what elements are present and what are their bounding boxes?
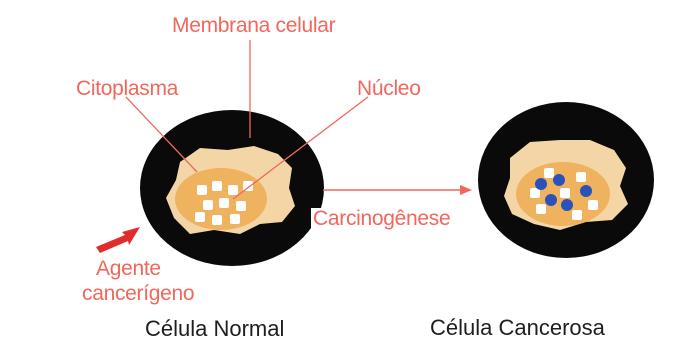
label-citoplasma: Citoplasma — [76, 78, 178, 99]
label-cancerigeno: cancerígeno — [82, 283, 194, 304]
label-agente: Agente — [96, 258, 161, 279]
label-membrana-celular: Membrana celular — [172, 15, 335, 36]
normal-cell — [140, 110, 324, 266]
label-carcinogenese: Carcinogênese — [311, 208, 452, 229]
caption-celula-normal: Célula Normal — [145, 318, 284, 340]
label-nucleo: Núcleo — [357, 78, 421, 99]
carcinogenic-agent-arrow — [96, 227, 140, 253]
cancer-cell — [478, 102, 654, 258]
caption-celula-cancerosa: Célula Cancerosa — [430, 317, 605, 339]
carcinogenesis-arrow — [323, 185, 472, 195]
